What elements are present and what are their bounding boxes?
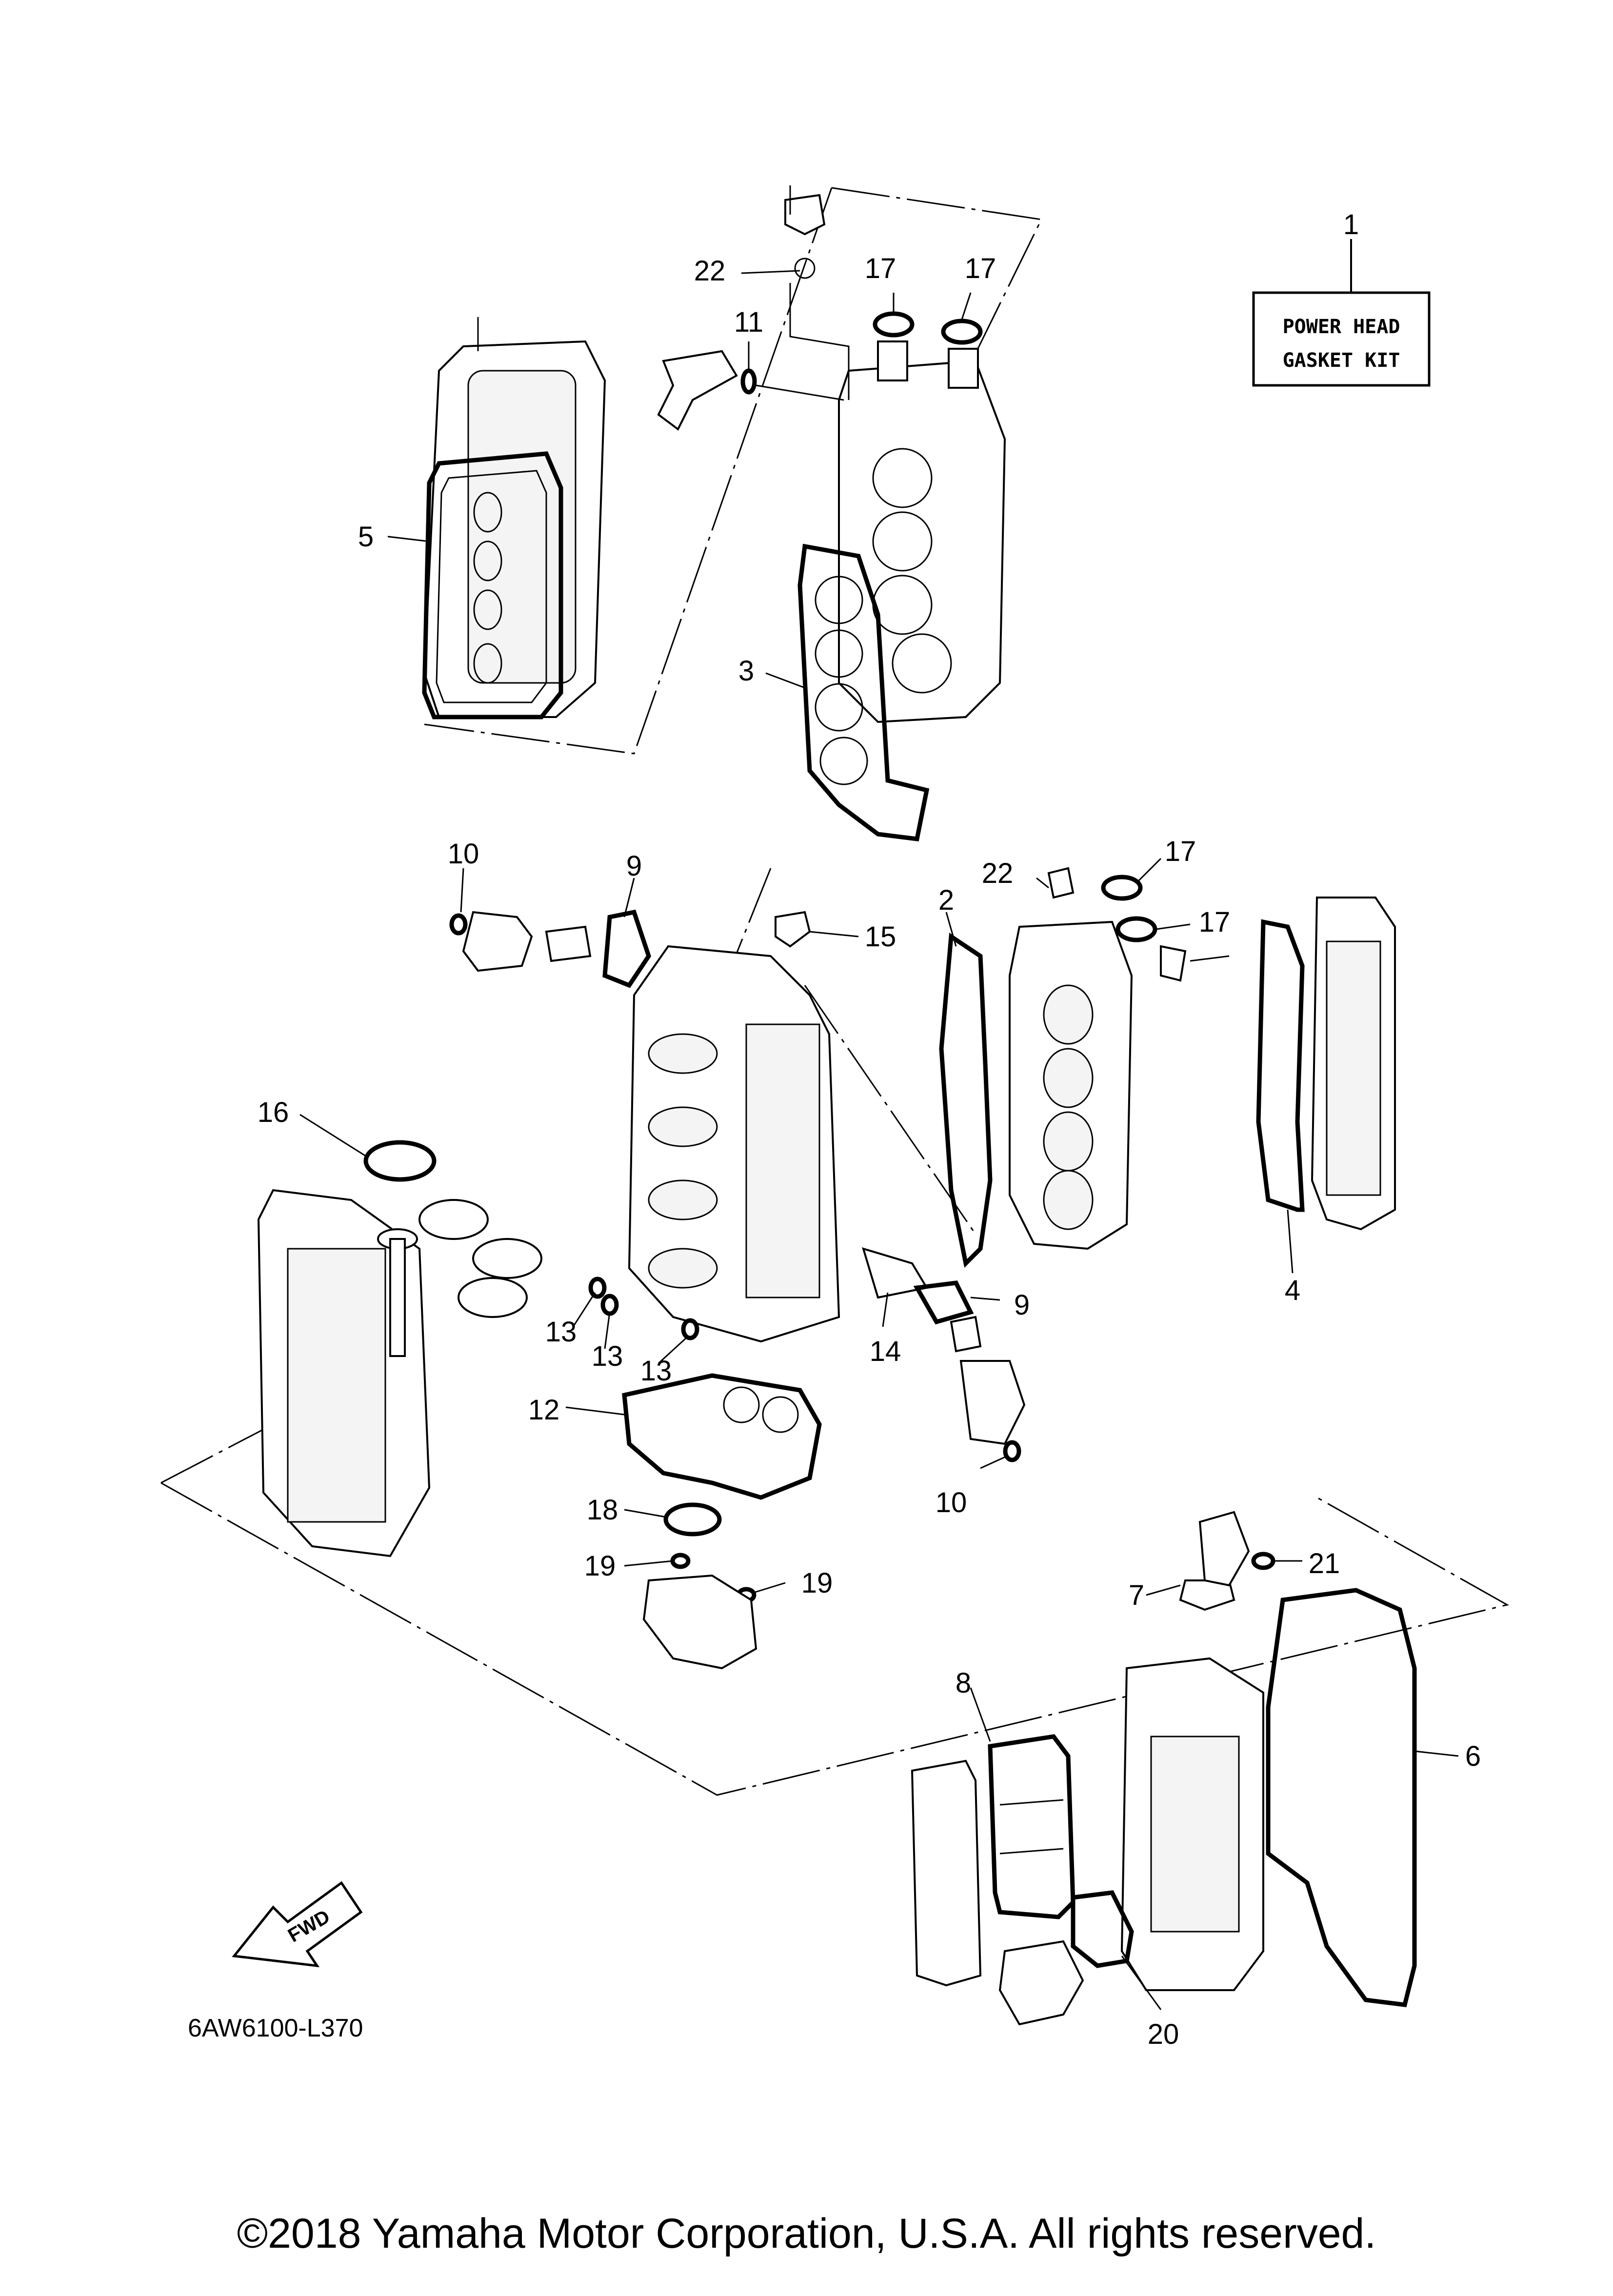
callout-16: 16 [258,1097,289,1128]
crankcase-gasket [622,1373,822,1500]
oil-pump-group [642,1502,757,1670]
callout-6: 6 [1465,1740,1481,1772]
kit-box-line-2: GASKET KIT [1283,349,1400,372]
callout-15: 15 [865,921,896,953]
callout-19-left: 19 [584,1550,616,1582]
callout-22-lower: 22 [982,858,1014,889]
callout-7: 7 [1129,1579,1144,1611]
callout-22-upper: 22 [694,255,726,287]
thermostat-upper [449,909,651,988]
callout-5: 5 [358,521,374,553]
cylinder-block [588,911,929,1343]
callout-8: 8 [956,1667,971,1699]
callout-9-lower: 9 [1014,1289,1030,1321]
callout-1: 1 [1343,209,1359,240]
callout-21: 21 [1309,1548,1340,1579]
callout-18: 18 [587,1494,618,1526]
diagram-reference-code: 6AW6100-L370 [188,2014,363,2042]
starboard-cylinder-head-group [939,867,1230,1268]
callout-17-lower-upper: 17 [1165,836,1196,867]
upper-cylinder-head-group [422,317,606,719]
callout-13-middle: 13 [592,1340,623,1372]
cylinder-head-gasket [797,543,930,841]
copyright-notice: ©2018 Yamaha Motor Corporation, U.S.A. A… [237,2210,1376,2257]
exhaust-cover-group [911,1511,1417,2026]
power-head-gasket-kit-box: POWER HEAD GASKET KIT [1252,239,1431,387]
kit-box-line-1: POWER HEAD [1283,316,1400,338]
assembly-guide-lines [160,187,1510,1796]
callout-12: 12 [528,1394,560,1426]
callout-10-upper: 10 [448,838,479,870]
callout-9-upper: 9 [626,850,642,882]
callout-3: 3 [738,655,754,687]
callout-11: 11 [734,306,763,338]
callout-13-right: 13 [640,1355,672,1387]
callout-17-lower-lower: 17 [1199,906,1231,938]
callout-numbers: 1 22 17 17 11 5 3 10 9 15 2 22 17 17 16 … [258,209,1481,2050]
crankcase-and-crankshaft [257,1140,542,1557]
callout-leader-lines [299,270,1459,2010]
callout-14: 14 [870,1336,901,1367]
thermostat-lower [913,1280,1026,1462]
callout-19-right: 19 [801,1567,833,1599]
right-valve-cover-group [1256,897,1396,1231]
callout-2: 2 [938,884,954,916]
callout-17-upper-right: 17 [965,253,996,284]
callout-10-lower: 10 [936,1487,967,1518]
callout-20: 20 [1148,2018,1179,2050]
forward-direction-arrow: FWD [232,1881,363,1968]
callout-17-upper-left: 17 [865,253,896,284]
callout-13-left: 13 [545,1316,577,1348]
callout-4: 4 [1285,1275,1300,1306]
